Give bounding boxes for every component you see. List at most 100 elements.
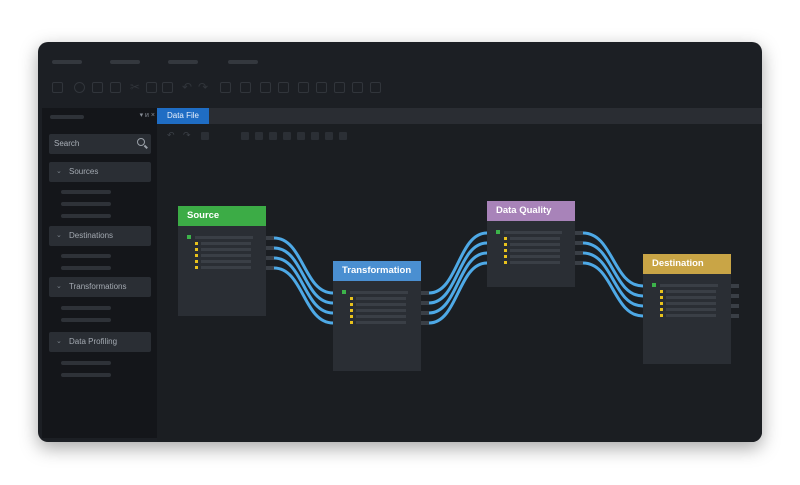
connection-wire[interactable] [581,241,645,298]
output-port[interactable] [421,301,429,305]
tool-icon[interactable] [255,132,263,140]
category-sources[interactable]: ⌄ Sources [49,162,151,182]
connection-wire[interactable] [272,266,335,325]
output-port[interactable] [575,251,583,255]
list-item[interactable] [61,361,111,365]
output-port[interactable] [266,256,274,260]
menu-item-3[interactable] [168,60,198,64]
list-item[interactable] [61,202,111,206]
tab-bar: Data File [157,108,762,124]
tool-icon[interactable] [339,132,347,140]
paste-icon[interactable] [162,82,173,93]
menu-item-2[interactable] [110,60,140,64]
output-port[interactable] [421,321,429,325]
tool-icon[interactable] [283,132,291,140]
key-field-icon [187,235,191,239]
output-port[interactable] [575,231,583,235]
menu-item-1[interactable] [52,60,82,64]
category-destinations[interactable]: ⌄ Destinations [49,226,151,246]
output-port[interactable] [731,294,739,298]
connection-wire[interactable] [272,246,335,305]
undo-icon[interactable]: ↶ [167,130,175,140]
list-item[interactable] [61,254,111,258]
connection-wire[interactable] [581,261,645,318]
cut-icon[interactable]: ✂ [130,80,141,94]
list-item[interactable] [61,190,111,194]
field-row [504,231,562,234]
search-icon[interactable] [137,138,145,146]
save-all-icon[interactable] [110,82,121,93]
node-title: Transformation [333,261,421,281]
field-row [201,248,251,251]
fit-icon[interactable] [201,132,209,140]
field-row [201,242,251,245]
output-port[interactable] [266,266,274,270]
menu-item-4[interactable] [228,60,258,64]
field-row [356,297,406,300]
connection-wire[interactable] [427,261,489,325]
output-port[interactable] [421,291,429,295]
field-row [510,243,560,246]
list-item[interactable] [61,266,111,270]
node-title: Source [178,206,266,226]
output-port[interactable] [731,304,739,308]
field-row [510,255,560,258]
field-icon [660,308,663,311]
key-field-icon [652,283,656,287]
check-icon[interactable] [260,82,271,93]
field-icon [350,303,353,306]
list-item[interactable] [61,373,111,377]
category-transformations[interactable]: ⌄ Transformations [49,277,151,297]
find-icon[interactable] [240,82,251,93]
output-port[interactable] [731,314,739,318]
connection-wire[interactable] [581,251,645,308]
list-item[interactable] [61,318,111,322]
connection-wire[interactable] [427,251,489,315]
redo-icon[interactable]: ↷ [198,80,209,94]
output-port[interactable] [575,261,583,265]
field-row [510,237,560,240]
grid-icon[interactable] [316,82,327,93]
field-icon [350,297,353,300]
save-icon[interactable] [92,82,103,93]
connection-wire[interactable] [427,231,489,295]
connection-wire[interactable] [427,241,489,305]
output-port[interactable] [421,311,429,315]
redo-icon[interactable]: ↷ [183,130,191,140]
tab-data-file[interactable]: Data File [157,108,209,124]
chevron-down-icon: ⌄ [56,283,62,290]
connection-wire[interactable] [581,231,645,288]
field-row [350,291,408,294]
open-icon[interactable] [74,82,85,93]
list-item[interactable] [61,306,111,310]
preview-icon[interactable] [370,82,381,93]
node-source[interactable]: Source [178,206,274,316]
new-icon[interactable] [52,82,63,93]
sidebar-controls[interactable]: ▾ и × [139,112,155,119]
field-row [356,321,406,324]
tool-icon[interactable] [297,132,305,140]
output-port[interactable] [266,246,274,250]
font-icon[interactable] [220,82,231,93]
layout-icon[interactable] [352,82,363,93]
connection-wire[interactable] [272,236,335,295]
category-data-profiling[interactable]: ⌄ Data Profiling [49,332,151,352]
tool-icon[interactable] [241,132,249,140]
list-item[interactable] [61,214,111,218]
output-port[interactable] [731,284,739,288]
node-transformation[interactable]: Transformation [333,261,429,371]
tool-icon[interactable] [269,132,277,140]
undo-icon[interactable]: ↶ [182,80,193,94]
tool-icon[interactable] [311,132,319,140]
search-input[interactable]: Search [49,134,151,154]
node-data-quality[interactable]: Data Quality [487,201,583,287]
node-destination[interactable]: Destination [643,254,739,364]
tool-icon[interactable] [325,132,333,140]
table-icon[interactable] [334,82,345,93]
image-icon[interactable] [298,82,309,93]
copy-icon[interactable] [146,82,157,93]
output-port[interactable] [266,236,274,240]
comment-icon[interactable] [278,82,289,93]
connection-wire[interactable] [272,256,335,315]
output-port[interactable] [575,241,583,245]
